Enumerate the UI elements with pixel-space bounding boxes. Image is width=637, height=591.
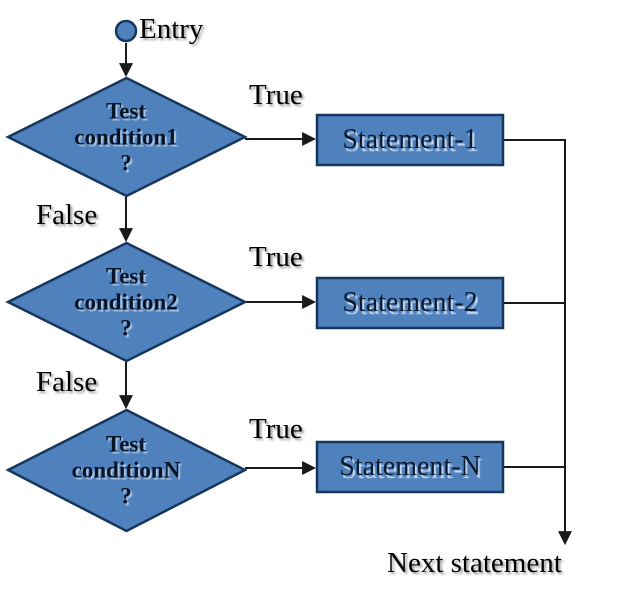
condition2-line2: condition2 [74, 289, 178, 315]
conditionN-line1: Test [105, 431, 147, 457]
decision-diamond-condition1 [5, 76, 248, 198]
false-label-1: False [36, 199, 98, 231]
decision-diamond-conditionN [5, 408, 248, 533]
conditionN-text: Test conditionN ? [72, 431, 181, 508]
statement2-text: Statement-2 [342, 287, 478, 318]
collector-line-statement1-to-next [503, 139, 572, 546]
condition1-line3: ? [120, 149, 132, 175]
true-label-1: True [249, 79, 303, 111]
true-label-2: True [249, 241, 303, 273]
true-label-3: True [249, 413, 303, 445]
false-label-2: False [36, 366, 98, 398]
statementN-text: Statement-N [339, 451, 481, 482]
process-box-statement1 [315, 113, 505, 167]
condition2-line1: Test [105, 263, 147, 289]
entry-label: Entry [139, 13, 204, 45]
process-box-statement2 [315, 276, 505, 330]
conditionN-line3: ? [120, 482, 132, 508]
condition1-text: Test condition1 ? [74, 98, 178, 175]
process-box-statementN [315, 440, 505, 494]
next-statement-label: Next statement [387, 547, 562, 579]
decision-diamond-condition2 [5, 241, 248, 363]
condition1-line1: Test [105, 98, 147, 124]
conditionN-line2: conditionN [71, 457, 181, 483]
entry-terminator-circle [114, 19, 138, 43]
condition1-line2: condition1 [74, 124, 178, 150]
condition2-line3: ? [120, 314, 132, 340]
statement1-text: Statement-1 [342, 124, 478, 155]
condition2-text: Test condition2 ? [74, 263, 178, 340]
